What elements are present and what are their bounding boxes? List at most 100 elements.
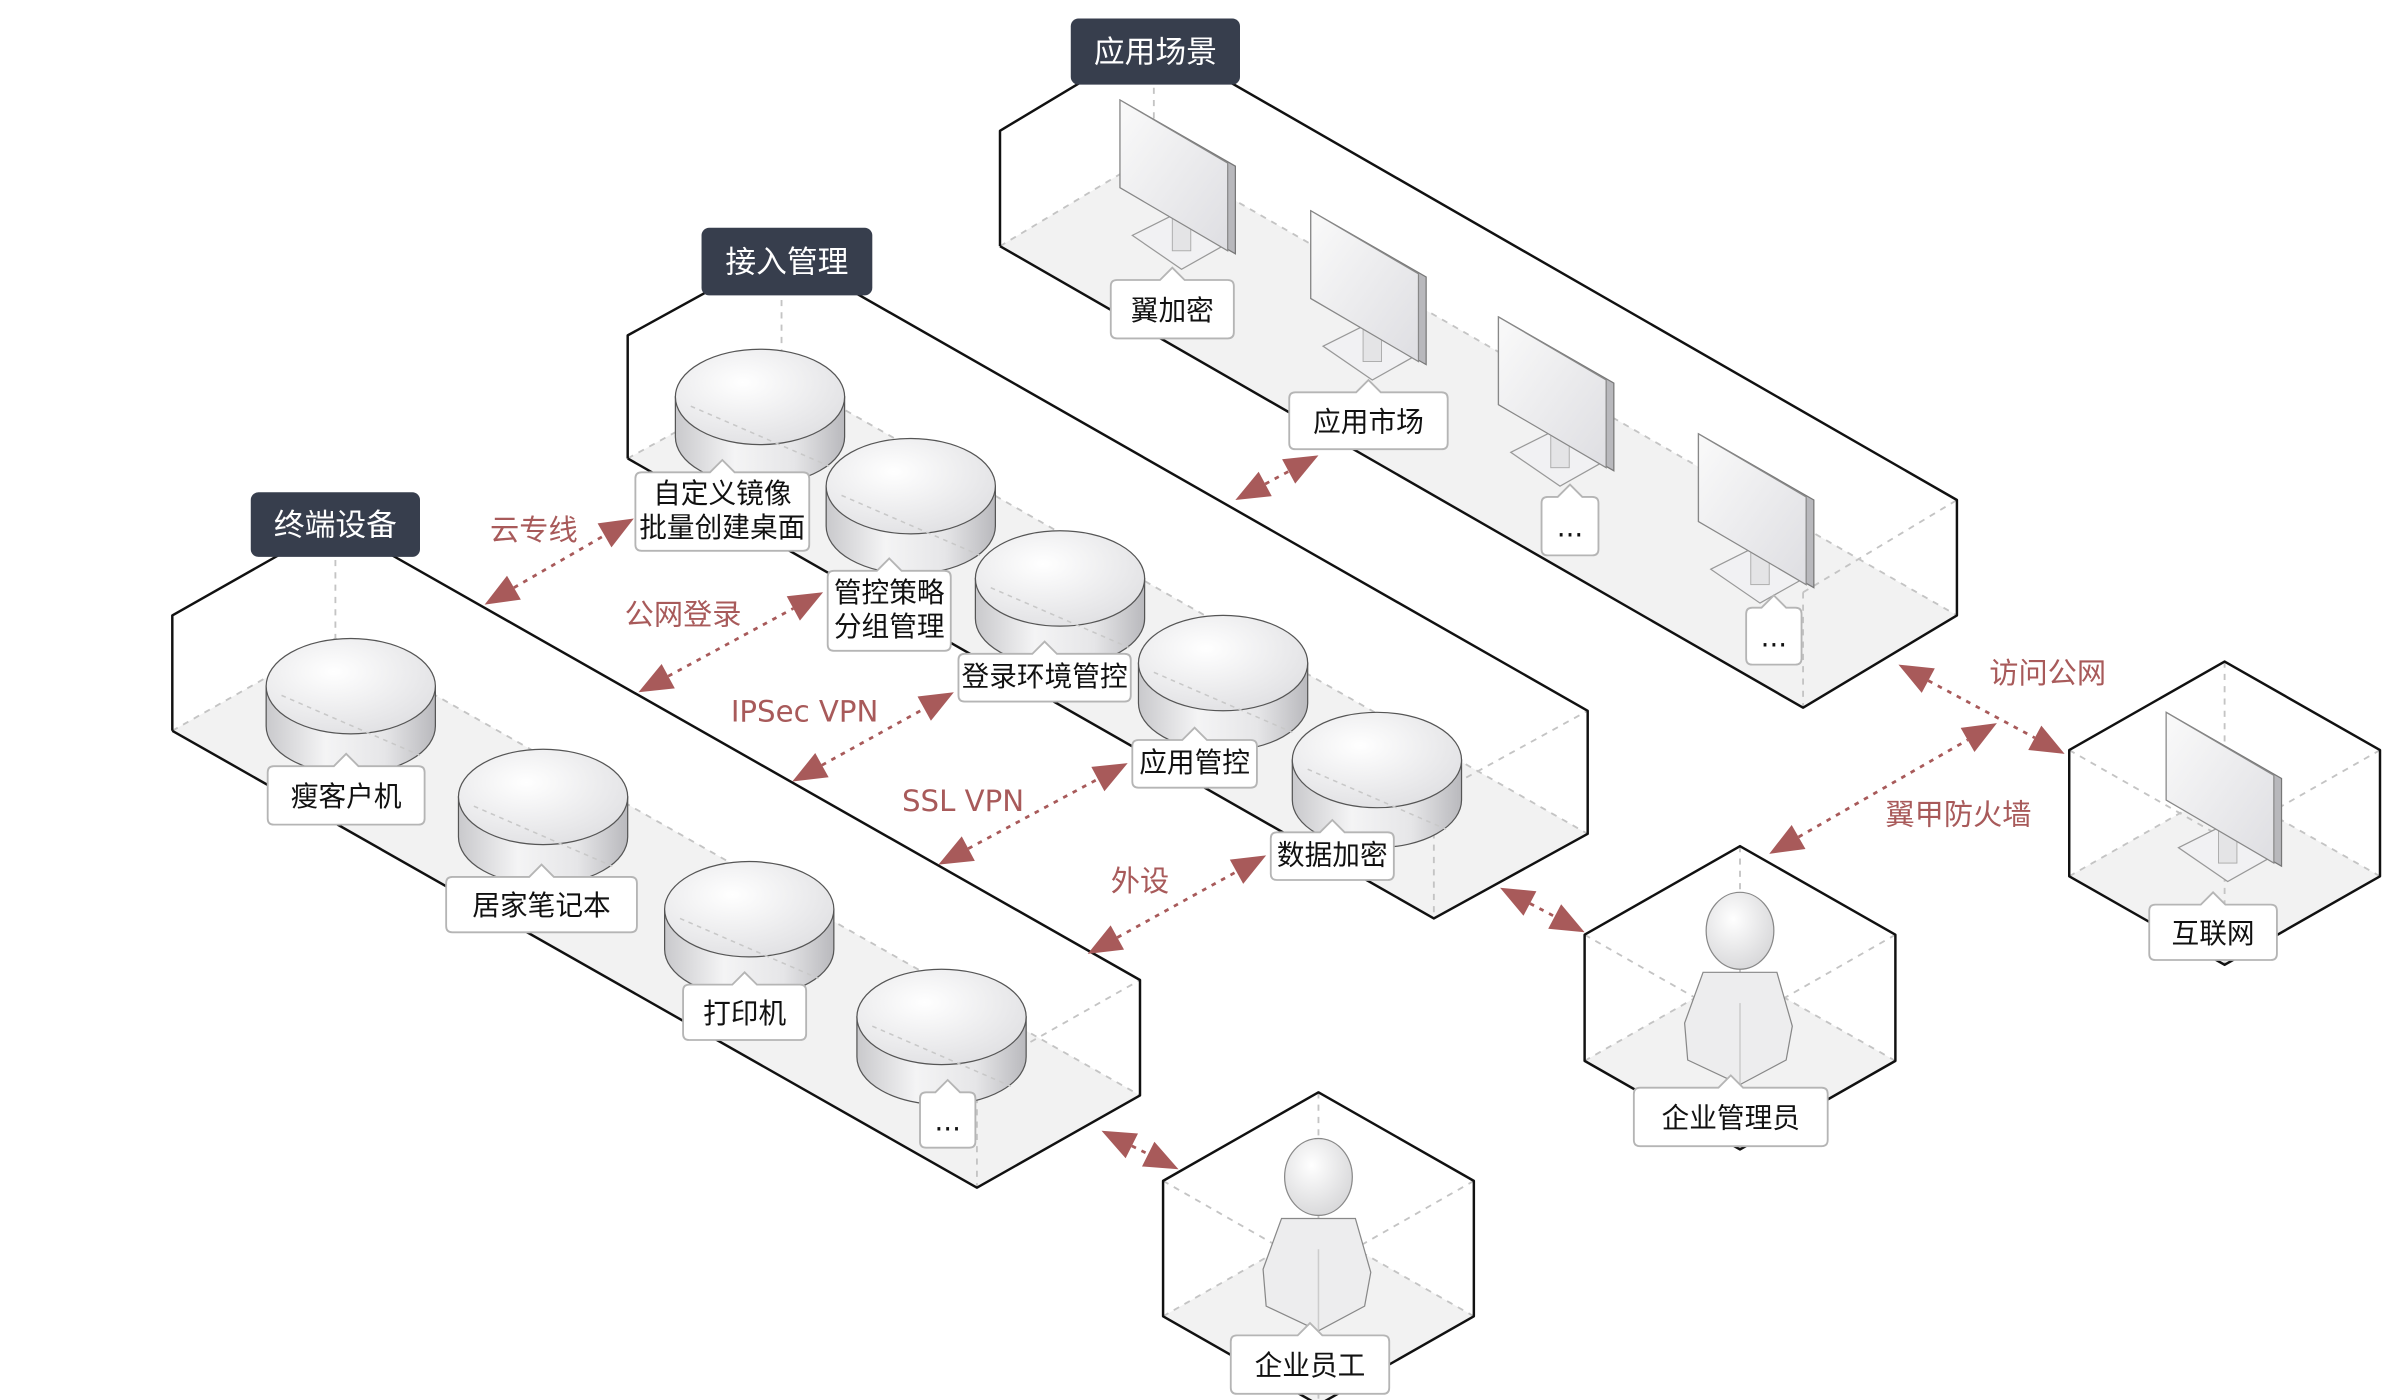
arrowhead-icon xyxy=(1769,824,1806,854)
cylinder-reflection xyxy=(690,405,830,467)
endpoint-internet: 互联网 xyxy=(2148,891,2278,961)
monitor-screen xyxy=(1497,315,1607,469)
box-outline xyxy=(1583,844,1897,1151)
cylinder-top xyxy=(265,637,436,735)
app-item-3: ... xyxy=(1745,594,1803,666)
box-hidden-edge xyxy=(1802,499,1958,594)
arrow-public-login xyxy=(638,592,824,693)
tag-bg xyxy=(682,971,808,1041)
access-service-cylinder-3 xyxy=(1137,614,1309,752)
person-head xyxy=(1705,891,1775,970)
tag-text: 居家笔记本 xyxy=(472,889,610,922)
tag-text: 分组管理 xyxy=(834,610,945,643)
tag-text: 应用市场 xyxy=(1313,405,1424,438)
access-item-4: 数据加密 xyxy=(1269,818,1395,881)
terminal-device-cylinder-0 xyxy=(265,637,436,775)
arrowhead-icon xyxy=(1898,664,1935,693)
arrowhead-icon xyxy=(1141,1141,1179,1170)
terminal-device-cylinder-3 xyxy=(856,968,1027,1106)
cylinder-reflection xyxy=(281,694,421,757)
tag-text: 自定义镜像 xyxy=(653,477,791,510)
connector-line xyxy=(667,607,794,678)
connector-line xyxy=(967,777,1099,850)
connector-line xyxy=(1927,679,2036,740)
terminal-item-3: ... xyxy=(919,1078,977,1149)
cylinder-top xyxy=(974,530,1146,627)
arrowhead-icon xyxy=(1960,723,1997,752)
arrowhead-icon xyxy=(786,592,824,621)
box-outline xyxy=(171,521,1142,1189)
arrowhead-icon xyxy=(917,692,954,721)
tag-bg xyxy=(2148,891,2278,961)
cylinder-top xyxy=(856,968,1027,1066)
label-peripheral: 外设 xyxy=(1111,864,1169,898)
tag-text: 批量创建桌面 xyxy=(639,511,805,544)
tag-text: ... xyxy=(1761,621,1787,654)
cylinder-reflection xyxy=(1153,671,1293,734)
arrow-terminal-employee xyxy=(1101,1130,1179,1170)
tag-text: 瘦客户机 xyxy=(291,780,402,813)
group-label-access: 接入管理 xyxy=(701,227,873,296)
tag-bg xyxy=(1632,1074,1829,1148)
tag-bg xyxy=(1109,266,1235,340)
arrowhead-icon xyxy=(1282,455,1319,484)
tag-text: 登录环境管控 xyxy=(962,660,1128,693)
arrowhead-icon xyxy=(597,518,634,548)
cylinder-reflection xyxy=(872,1025,1012,1087)
access-item-3: 应用管控 xyxy=(1131,726,1258,789)
cylinder-reflection xyxy=(990,586,1130,649)
cylinder-top xyxy=(457,748,629,846)
arrowhead-icon xyxy=(1101,1130,1139,1159)
box-outline xyxy=(1161,1091,1476,1400)
person-body xyxy=(1262,1217,1372,1332)
label-public-login: 公网登录 xyxy=(625,598,742,632)
label-firewall: 翼甲防火墙 xyxy=(1885,798,2031,832)
app-item-1: 应用市场 xyxy=(1288,378,1449,451)
cylinder-top xyxy=(1137,614,1309,712)
connector-line xyxy=(821,707,925,767)
connector-line xyxy=(513,534,606,589)
connector-line xyxy=(1529,902,1556,918)
app-monitor-3 xyxy=(1697,432,1815,604)
group-label-bg xyxy=(1070,18,1240,85)
arrowhead-icon xyxy=(2028,725,2065,754)
connector-line xyxy=(1264,470,1290,486)
tag-text: 数据加密 xyxy=(1277,838,1388,871)
tag-text: 互联网 xyxy=(2172,917,2255,950)
cylinder-top xyxy=(664,860,835,958)
employee-figure xyxy=(1262,1137,1372,1332)
arrow-ipsec xyxy=(792,692,954,782)
tag-bg xyxy=(826,557,952,652)
tag-bg xyxy=(634,458,811,552)
endpoint-admin: 企业管理员 xyxy=(1632,1074,1829,1148)
access-service-cylinder-1 xyxy=(825,437,996,575)
box-outline xyxy=(626,249,1589,920)
arrow-access-admin xyxy=(1500,887,1585,933)
group-label-terminal: 终端设备 xyxy=(250,492,420,557)
box-outline xyxy=(998,37,1959,709)
access-service-cylinder-0 xyxy=(674,348,846,486)
terminal-device-cylinder-1 xyxy=(457,748,629,886)
tag-bg xyxy=(1288,378,1449,451)
arrowhead-icon xyxy=(1229,855,1267,884)
terminal-item-0: 瘦客户机 xyxy=(266,752,426,826)
tag-bg xyxy=(266,752,426,826)
app-monitor-1 xyxy=(1310,209,1427,381)
tag-text: ... xyxy=(934,1105,960,1138)
tag-text: ... xyxy=(1557,511,1583,544)
arrowhead-icon xyxy=(938,836,975,865)
tag-bg xyxy=(1229,1321,1391,1395)
terminal-item-1: 居家笔记本 xyxy=(445,863,638,934)
box-hidden-edge xyxy=(2068,749,2226,840)
terminal-device-cylinder-2 xyxy=(664,860,835,998)
tag-text: 打印机 xyxy=(703,997,786,1030)
label-dedicated-line: 云专线 xyxy=(490,513,578,547)
monitor-screen xyxy=(1119,98,1229,252)
arrow-access-apps xyxy=(1235,455,1319,500)
group-label-apps: 应用场景 xyxy=(1070,18,1240,85)
endpoint-employee: 企业员工 xyxy=(1229,1321,1391,1395)
tag-text: 企业员工 xyxy=(1255,1349,1366,1382)
